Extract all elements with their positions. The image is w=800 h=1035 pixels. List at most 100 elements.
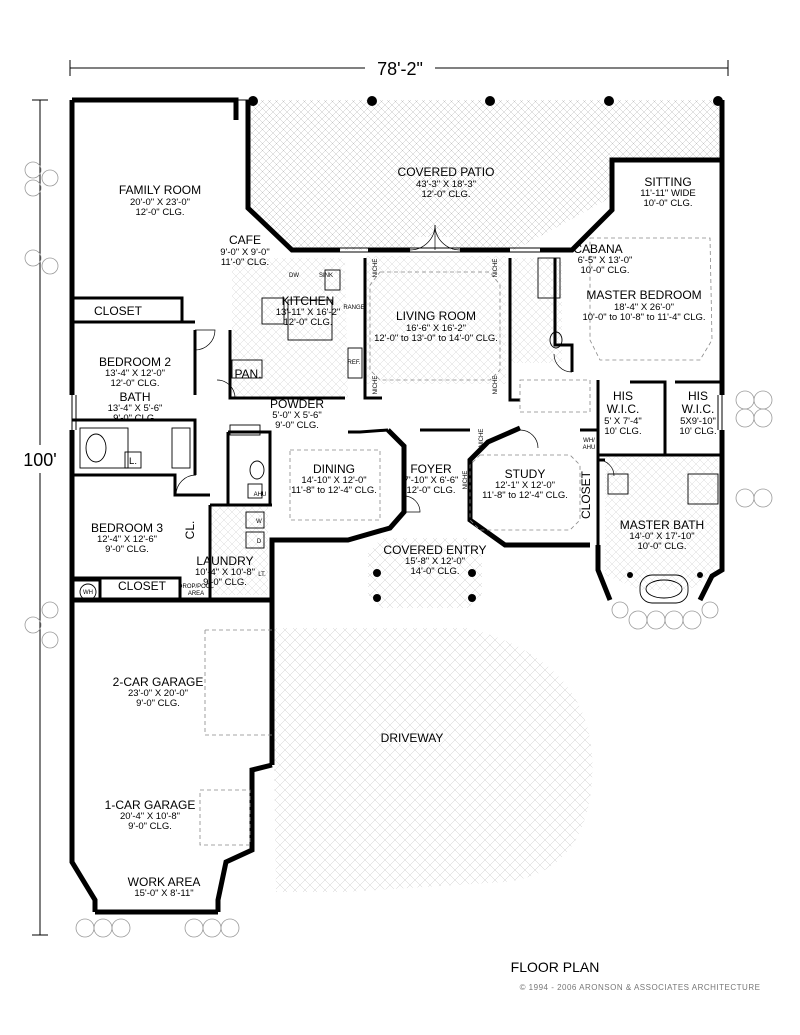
svg-text:12'-0" CLG.: 12'-0" CLG. xyxy=(283,317,332,328)
room-master-bath: MASTER BATH 14'-0" X 17'-10" 10'-0" CLG. xyxy=(620,518,704,552)
room-family-room: FAMILY ROOM 20'-0" X 23'-0" 12'-0" CLG. xyxy=(119,183,201,218)
svg-text:12'-0" CLG.: 12'-0" CLG. xyxy=(135,207,184,218)
room-two-car-garage: 2-CAR GARAGE 23'-0" X 20'-0" 9'-0" CLG. xyxy=(113,675,204,709)
svg-text:POWDER: POWDER xyxy=(270,397,324,411)
dryer-label: D xyxy=(257,539,262,545)
svg-text:9'-0" CLG.: 9'-0" CLG. xyxy=(136,698,180,709)
svg-text:13'-4" X 12'-0": 13'-4" X 12'-0" xyxy=(105,368,165,379)
svg-text:2-CAR GARAGE: 2-CAR GARAGE xyxy=(113,675,204,689)
fixtures xyxy=(79,257,719,604)
svg-text:9'-0" CLG.: 9'-0" CLG. xyxy=(128,821,172,832)
niche-living-top-left: NICHE xyxy=(373,259,379,278)
svg-text:9'-0" CLG.: 9'-0" CLG. xyxy=(113,413,157,424)
room-bedroom-3: BEDROOM 3 12'-4" X 12'-6" 9'-0" CLG. xyxy=(91,521,163,555)
driveway-paving xyxy=(272,538,593,892)
svg-text:MASTER BATH: MASTER BATH xyxy=(620,518,704,532)
svg-text:20'-0" X 23'-0": 20'-0" X 23'-0" xyxy=(130,197,190,208)
svg-text:9'-0" X 9'-0": 9'-0" X 9'-0" xyxy=(220,247,269,258)
drop-area-label-top: DROP/POOL xyxy=(178,584,214,590)
dishwasher-label: DW xyxy=(289,273,299,279)
svg-text:KITCHEN: KITCHEN xyxy=(282,294,335,308)
depth-dimension-line xyxy=(18,99,62,936)
svg-text:5' X 7'-4": 5' X 7'-4" xyxy=(604,416,642,427)
niche-living-bottom-right: NICHE xyxy=(493,376,499,395)
svg-text:12'-0" to 13'-0" to 14'-0" CLG: 12'-0" to 13'-0" to 14'-0" CLG. xyxy=(374,333,498,344)
svg-text:HIS: HIS xyxy=(613,389,633,403)
svg-text:FAMILY ROOM: FAMILY ROOM xyxy=(119,183,201,197)
room-one-car-garage: 1-CAR GARAGE 20'-4" X 10'-8" 9'-0" CLG. xyxy=(105,798,196,832)
wh-ahu-label-top: WH/ xyxy=(583,438,595,444)
exterior-walls xyxy=(69,97,725,915)
svg-text:13'-11" X 16'-2": 13'-11" X 16'-2" xyxy=(276,307,341,318)
room-cafe: CAFE 9'-0" X 9'-0" 11'-0" CLG. xyxy=(220,233,269,268)
niche-living-top-right: NICHE xyxy=(493,259,499,278)
svg-text:SITTING: SITTING xyxy=(644,175,691,189)
svg-text:BATH: BATH xyxy=(119,390,150,404)
svg-text:COVERED ENTRY: COVERED ENTRY xyxy=(383,543,486,557)
svg-text:1-CAR GARAGE: 1-CAR GARAGE xyxy=(105,798,196,812)
washer-label: W xyxy=(256,519,262,525)
svg-text:14'-0" X 17'-10": 14'-0" X 17'-10" xyxy=(629,531,694,542)
svg-text:WORK AREA: WORK AREA xyxy=(128,875,201,889)
svg-text:14'-0" CLG.: 14'-0" CLG. xyxy=(410,566,459,577)
svg-text:10'-4" X 10'-8": 10'-4" X 10'-8" xyxy=(195,567,255,578)
svg-text:14'-10" X 12'-0": 14'-10" X 12'-0" xyxy=(301,475,366,486)
svg-text:BEDROOM 2: BEDROOM 2 xyxy=(99,355,171,369)
windows xyxy=(71,99,723,430)
refrigerator-label: REF. xyxy=(347,360,360,366)
svg-text:HIS: HIS xyxy=(688,389,708,403)
svg-text:W.I.C.: W.I.C. xyxy=(607,402,640,416)
svg-text:10'-0" CLG.: 10'-0" CLG. xyxy=(637,541,686,552)
svg-text:12'-1" X 12'-0": 12'-1" X 12'-0" xyxy=(495,480,555,491)
patio-hatch xyxy=(248,100,722,250)
linen-label: L. xyxy=(129,456,137,467)
room-kitchen: KITCHEN 13'-11" X 16'-2" 12'-0" CLG. xyxy=(276,294,341,328)
closet-study-label: CLOSET xyxy=(579,470,593,519)
room-laundry: LAUNDRY 10'-4" X 10'-8" 9'-0" CLG. xyxy=(195,554,255,588)
svg-text:10' CLG.: 10' CLG. xyxy=(604,426,641,437)
room-sitting: SITTING 11'-11" WIDE 10'-0" CLG. xyxy=(640,175,696,209)
svg-text:LAUNDRY: LAUNDRY xyxy=(196,554,253,568)
svg-text:10'-0" CLG.: 10'-0" CLG. xyxy=(580,265,629,276)
svg-text:15'-8" X 12'-0": 15'-8" X 12'-0" xyxy=(405,556,465,567)
room-study: STUDY 12'-1" X 12'-0" 11'-8" to 12'-4" C… xyxy=(482,467,568,501)
svg-text:CABANA: CABANA xyxy=(573,242,622,256)
landscape-shrubs xyxy=(24,161,773,938)
niche-foyer: NICHE xyxy=(463,471,469,490)
room-dining: DINING 14'-10" X 12'-0" 11'-8" to 12'-4"… xyxy=(291,462,377,496)
svg-text:20'-4" X 10'-8": 20'-4" X 10'-8" xyxy=(120,811,180,822)
svg-text:13'-4" X 5'-6": 13'-4" X 5'-6" xyxy=(108,403,163,414)
svg-text:10'-0" CLG.: 10'-0" CLG. xyxy=(643,198,692,209)
water-heater-label: WH xyxy=(83,590,93,596)
svg-text:9'-0" CLG.: 9'-0" CLG. xyxy=(105,544,149,555)
room-his-wic-right: HIS W.I.C. 5X9'-10" 10' CLG. xyxy=(679,389,716,437)
drop-area-label-bottom: AREA xyxy=(188,591,204,597)
room-work-area: WORK AREA 15'-0" X 8'-11" xyxy=(128,875,201,899)
svg-text:43'-3" X 18'-3": 43'-3" X 18'-3" xyxy=(416,179,476,190)
closet-bedroom3-label: CLOSET xyxy=(118,579,167,593)
floor-plan-title: FLOOR PLAN xyxy=(511,959,600,975)
room-master-bedroom: MASTER BEDROOM 18'-4" X 26'-0" 10'-0" to… xyxy=(582,288,705,323)
svg-text:15'-0" X 8'-11": 15'-0" X 8'-11" xyxy=(134,888,193,899)
svg-text:10'-0" to 10'-8" to 11'-4" CLG: 10'-0" to 10'-8" to 11'-4" CLG. xyxy=(582,312,705,323)
svg-text:MASTER BEDROOM: MASTER BEDROOM xyxy=(586,288,701,302)
room-covered-patio: COVERED PATIO 43'-3" X 18'-3" 12'-0" CLG… xyxy=(398,165,495,200)
room-bath: BATH 13'-4" X 5'-6" 9'-0" CLG. xyxy=(108,390,163,424)
svg-text:COVERED PATIO: COVERED PATIO xyxy=(398,165,495,179)
interior-walls xyxy=(72,258,722,600)
columns xyxy=(248,96,723,602)
svg-text:W.I.C.: W.I.C. xyxy=(682,402,715,416)
sink-label: SINK xyxy=(319,273,333,279)
svg-text:9'-0" CLG.: 9'-0" CLG. xyxy=(203,577,247,588)
svg-text:10' CLG.: 10' CLG. xyxy=(679,426,716,437)
copyright-notice: © 1994 - 2006 ARONSON & ASSOCIATES ARCHI… xyxy=(520,983,761,992)
room-living-room: LIVING ROOM 16'-6" X 16'-2" 12'-0" to 13… xyxy=(374,309,498,344)
room-covered-entry: COVERED ENTRY 15'-8" X 12'-0" 14'-0" CLG… xyxy=(383,543,486,577)
tile-floors xyxy=(210,256,718,595)
wh-ahu-label-bottom: AHU xyxy=(583,445,596,451)
svg-text:BEDROOM 3: BEDROOM 3 xyxy=(91,521,163,535)
svg-text:LIVING ROOM: LIVING ROOM xyxy=(396,309,476,323)
svg-text:5X9'-10": 5X9'-10" xyxy=(680,416,716,427)
svg-text:DINING: DINING xyxy=(313,462,355,476)
svg-text:11'-8" to 12'-4" CLG.: 11'-8" to 12'-4" CLG. xyxy=(291,485,377,496)
